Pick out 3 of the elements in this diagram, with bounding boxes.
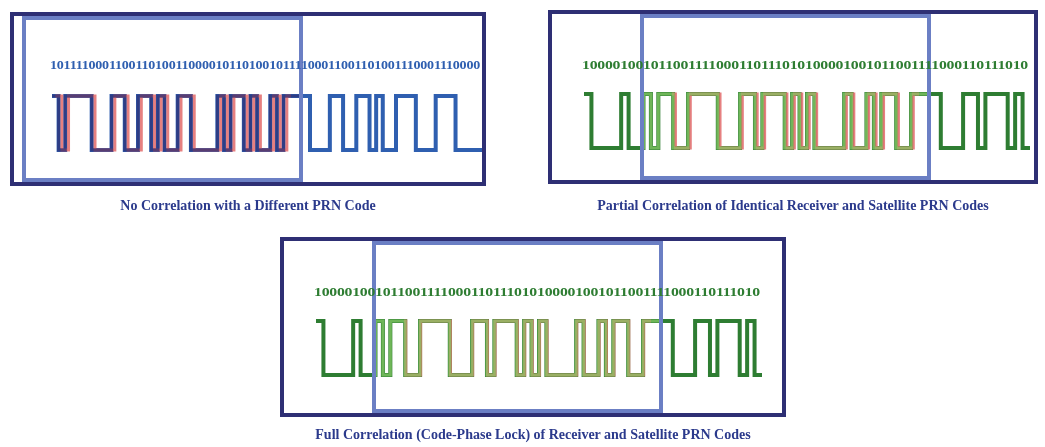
panel-caption: Partial Correlation of Identical Receiver and Satellite PRN Codes <box>596 198 990 214</box>
panel-caption: No Correlation with a Different PRN Code <box>119 198 377 214</box>
panel-caption: Full Correlation (Code-Phase Lock) of Receiver and Satellite PRN Codes <box>314 427 752 443</box>
